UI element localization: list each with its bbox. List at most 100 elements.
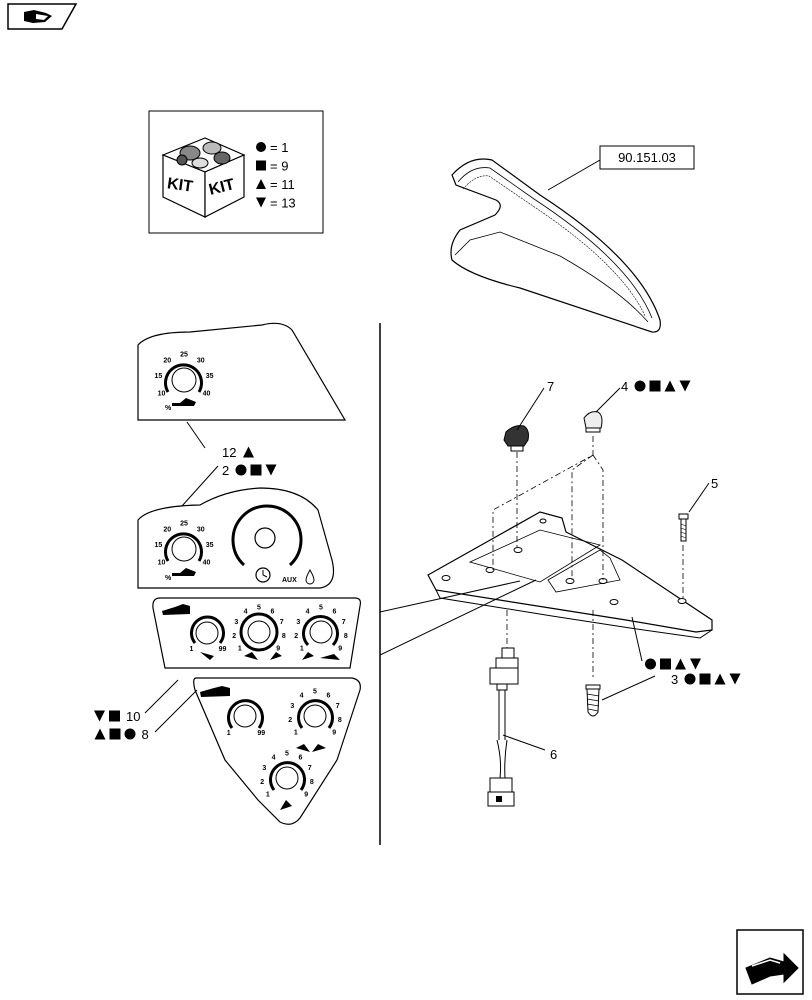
screw	[678, 513, 689, 542]
callout-number: 12	[222, 445, 236, 460]
triangle-up-symbol-icon	[714, 673, 726, 685]
dial-tick-label: 9	[332, 730, 336, 737]
dial-tick-label: 4	[244, 608, 248, 615]
callout-8[interactable]: 8	[94, 727, 149, 742]
square-symbol-icon	[649, 380, 661, 392]
kit-legend-row: = 13	[270, 196, 296, 211]
circle-symbol-icon	[645, 658, 656, 670]
callout-12[interactable]: 12	[222, 445, 254, 460]
dial-tick-label: 2	[294, 633, 298, 640]
dial-tick-label: 8	[310, 779, 314, 786]
self-tapping-screw	[585, 684, 601, 717]
triangle-down-symbol-icon	[729, 673, 741, 685]
tractor-icon-2	[200, 686, 230, 697]
callout-1[interactable]	[645, 658, 701, 670]
kit-legend-box: KIT KIT = 1= 9= 11= 13	[148, 110, 324, 234]
callout-number: 4	[621, 379, 628, 394]
dial-unit: %	[165, 405, 172, 412]
callout-number: 10	[126, 709, 140, 724]
dial-tick-label: 7	[336, 703, 340, 710]
dial-tick-label: 99	[257, 730, 265, 737]
callout-3[interactable]: 3	[671, 672, 741, 687]
dial-tick-label: 5	[257, 605, 261, 612]
dial-tick-label: 7	[308, 765, 312, 772]
dial-tick-label: 1	[294, 730, 298, 737]
dial-tick-label: 35	[206, 373, 214, 380]
dial-tick-label: 20	[163, 358, 171, 365]
dial-tick-label: 35	[206, 542, 214, 549]
triangle-down-symbol-icon	[690, 658, 701, 670]
callout-2[interactable]: 2	[222, 463, 277, 478]
callout-number: 5	[711, 476, 718, 491]
dial-tick-label: 3	[234, 619, 238, 626]
dial-tick-label: 15	[154, 542, 162, 549]
callout-number: 8	[142, 727, 149, 742]
dial-8-right	[297, 699, 334, 729]
dial-8-bottom	[269, 761, 306, 791]
callout-number: 7	[547, 379, 554, 394]
leader-lines	[144, 387, 710, 751]
dial-left	[190, 615, 225, 645]
dial-tick-label: 4	[306, 608, 310, 615]
dial-tick-label: 5	[313, 689, 317, 696]
dial-middle	[239, 612, 279, 652]
triangle-down-symbol-icon	[256, 197, 266, 208]
reference-box[interactable]: 90.151.03	[599, 145, 695, 170]
dial-tick-label: 9	[338, 646, 342, 653]
dial-tick-label: 1	[238, 646, 242, 653]
dial-tick-label: 9	[276, 646, 280, 653]
reference-label: 90.151.03	[618, 150, 676, 165]
clock-icon	[255, 567, 271, 583]
dial-tick-label: 4	[272, 754, 276, 761]
potentiometer	[487, 647, 519, 807]
circle-symbol-icon	[124, 728, 136, 740]
callout-4[interactable]: 4	[621, 379, 691, 394]
dial-tick-label: 30	[197, 527, 205, 534]
dial-tick-label: 8	[344, 633, 348, 640]
triangle-down-symbol-icon	[265, 464, 277, 476]
dial-tick-label: 10	[158, 391, 166, 398]
next-page-arrow-icon[interactable]	[736, 929, 804, 995]
dial-tick-label: 8	[282, 633, 286, 640]
triangle-up-symbol-icon	[94, 728, 106, 740]
callout-10[interactable]: 10	[94, 709, 140, 724]
assembly-lines	[492, 436, 684, 680]
cut-paper-icon[interactable]	[7, 3, 78, 30]
triangle-up-symbol-icon	[675, 658, 686, 670]
dial-tick-label: 3	[262, 765, 266, 772]
dial-tick-label: 1	[227, 730, 231, 737]
triangle-up-symbol-icon	[243, 446, 254, 458]
dial-tick-label: 6	[298, 754, 302, 761]
knob-small	[583, 411, 603, 433]
triangle-up-symbol-icon	[664, 380, 676, 392]
dial-tick-label: 4	[300, 692, 304, 699]
callout-number: 6	[550, 747, 557, 762]
dial-tick-label: 2	[232, 633, 236, 640]
tractor-icon	[162, 604, 190, 615]
dial-tick-label: 5	[319, 605, 323, 612]
callout-number: 3	[671, 672, 678, 687]
circle-symbol-icon	[235, 464, 247, 476]
callout-6[interactable]: 6	[550, 747, 557, 762]
dial-tick-label: 25	[180, 352, 188, 359]
circle-symbol-icon	[256, 142, 266, 152]
callout-5[interactable]: 5	[711, 476, 718, 491]
dial-tick-label: 6	[332, 608, 336, 615]
dial-tick-label: 3	[290, 703, 294, 710]
dial-tick-label: 25	[180, 521, 188, 528]
square-symbol-icon	[256, 160, 266, 171]
planter-icon-2	[172, 568, 196, 576]
knob-large	[503, 425, 529, 452]
dial-tick-label: 2	[260, 779, 264, 786]
callout-7[interactable]: 7	[547, 379, 554, 394]
kit-label-right: KIT	[207, 176, 236, 199]
dial-tick-label: 40	[203, 560, 211, 567]
kit-legend-row: = 1	[270, 140, 288, 155]
triangle-up-symbol-icon	[256, 179, 266, 189]
fuel-drop-icon	[305, 568, 315, 585]
square-symbol-icon	[250, 464, 262, 476]
dial-tick-label: 15	[154, 373, 162, 380]
